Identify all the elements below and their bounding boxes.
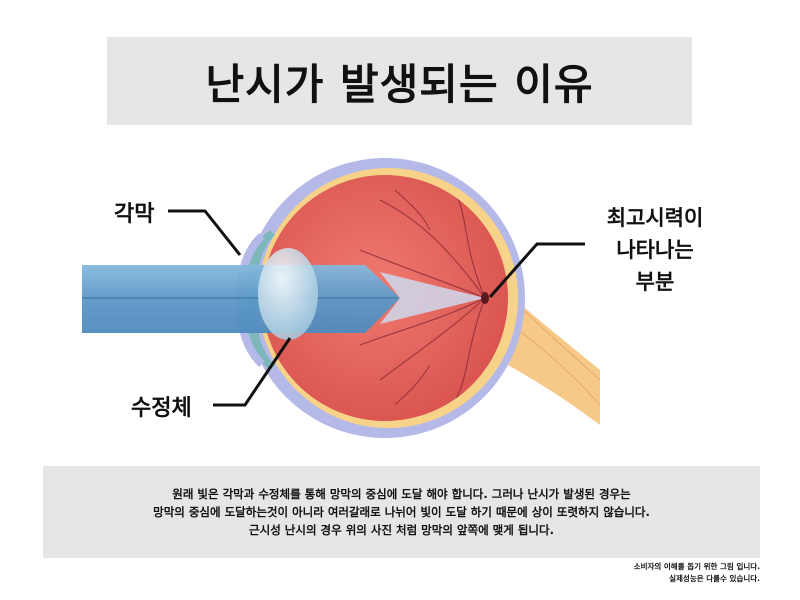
blood-vessels (359, 184, 486, 411)
description-box: 원래 빛은 각막과 수정체를 통해 망막의 중심에 도달 해야 합니다. 그러나… (43, 466, 760, 558)
lens (258, 248, 318, 340)
description-line-3: 근시성 난시의 경우 위의 사진 처럼 망막의 앞쪽에 맺게 됩니다. (249, 523, 554, 537)
lens-pointer (213, 337, 292, 407)
cornea-pointer (168, 209, 242, 256)
focus-pointer (488, 242, 585, 298)
focus-point (481, 292, 489, 304)
light-beam (82, 265, 400, 333)
lens-label: 수정체 (131, 396, 192, 421)
footnote: 소비자의 이해를 돕기 위한 그림 입니다. 실제성능은 다를수 있습니다. (634, 561, 760, 585)
footnote-line-1: 소비자의 이해를 돕기 위한 그림 입니다. (633, 562, 760, 571)
description-line-2: 망막의 중심에 도달하는것이 아니라 여러갈래로 나뉘어 빛이 도달 하기 때문… (153, 505, 650, 519)
focus-label-line-2: 나타나는 (616, 238, 694, 262)
description-line-1: 원래 빛은 각막과 수정체를 통해 망막의 중심에 도달 해야 합니다. 그러나… (172, 487, 631, 501)
title-banner: 난시가 발생되는 이유 (107, 37, 692, 125)
refracted-light (380, 272, 485, 324)
focus-label-line-3: 부분 (635, 270, 675, 294)
focus-label-line-1: 최고시력이 (606, 206, 704, 230)
cornea-label: 각막 (114, 202, 155, 227)
focus-label: 최고시력이 나타나는 부분 (590, 202, 720, 298)
page-title: 난시가 발생되는 이유 (205, 59, 594, 109)
footnote-line-2: 실제성능은 다를수 있습니다. (669, 574, 760, 583)
